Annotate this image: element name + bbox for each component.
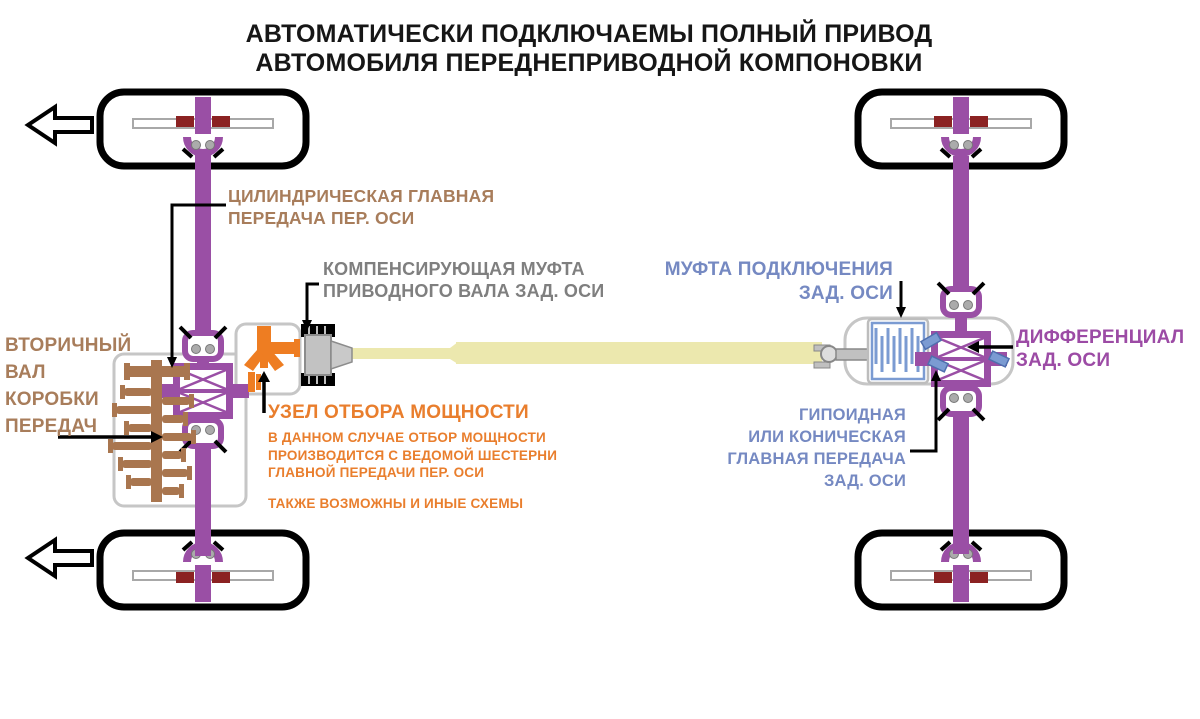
propeller-shaft: [350, 342, 822, 364]
label-pto-title: УЗЕЛ ОТБОРА МОЩНОСТИ: [268, 402, 529, 423]
power-take-off-unit: [244, 326, 300, 392]
rear-cv-joint-lower: [938, 388, 984, 420]
diagram-title: АВТОМАТИЧЕСКИ ПОДКЛЮЧАЕМЫ ПОЛНЫЙ ПРИВОД …: [245, 20, 933, 77]
universal-joint: [813, 344, 873, 369]
gearbox-secondary-shaft: [108, 360, 196, 502]
label-rear-final-drive: ГИПОИДНАЯ ИЛИ КОНИЧЕСКАЯ ГЛАВНАЯ ПЕРЕДАЧ…: [727, 406, 906, 490]
label-pto-note: В ДАННОМ СЛУЧАЕ ОТБОР МОЩНОСТИ ПРОИЗВОДИ…: [268, 430, 558, 480]
leader-rear-axle-coupling: [896, 281, 906, 318]
rear-final-drive-gears: [919, 331, 1011, 373]
leader-pto: [258, 371, 270, 413]
label-rear-axle-coupling: МУФТА ПОДКЛЮЧЕНИЯ ЗАД. ОСИ: [664, 259, 893, 304]
leader-rear-differential: [967, 341, 1013, 353]
rear-wheel-left: [858, 92, 1064, 166]
compensating-coupling: [301, 324, 353, 386]
label-front-final-drive: ЦИЛИНДРИЧЕСКАЯ ГЛАВНАЯ ПЕРЕДАЧА ПЕР. ОСИ: [228, 186, 495, 228]
leader-compensating-coupling: [302, 282, 319, 331]
travel-direction-arrow-bottom-icon: [24, 536, 94, 580]
leader-front-final-drive: [167, 203, 226, 368]
front-cv-joint-upper: [180, 327, 226, 359]
rear-cv-joint-upper: [938, 283, 984, 315]
label-gearbox-output-shaft: ВТОРИЧНЫЙ ВАЛ КОРОБКИ ПЕРЕДАЧ: [5, 335, 132, 437]
label-rear-differential: ДИФФЕРЕНЦИАЛ ЗАД. ОСИ: [1016, 327, 1185, 371]
travel-direction-arrow-top-icon: [24, 103, 94, 147]
rear-axle-shafts: [953, 156, 969, 554]
label-compensating-coupling: КОМПЕНСИРУЮЩАЯ МУФТА ПРИВОДНОГО ВАЛА ЗАД…: [323, 259, 605, 301]
leader-gearbox-shaft: [58, 431, 163, 443]
label-pto-note-2: ТАКЖЕ ВОЗМОЖНЫ И ИНЫЕ СХЕМЫ: [268, 496, 524, 511]
rear-axle-coupling: [866, 317, 936, 385]
leader-rear-final-drive: [910, 370, 941, 453]
